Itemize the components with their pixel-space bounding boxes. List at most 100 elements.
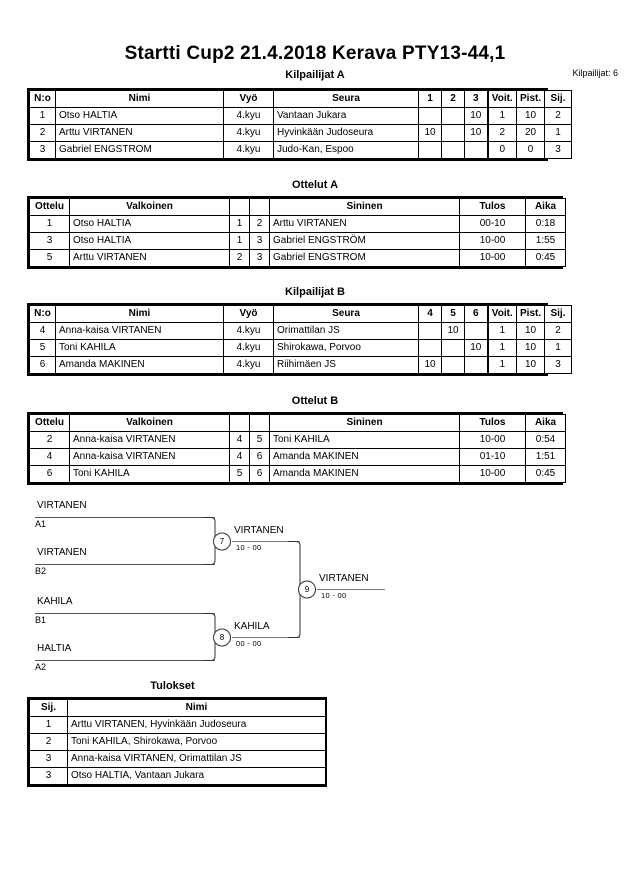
cell-result: 10-00 — [459, 465, 526, 483]
cell-blue: Toni KAHILA — [269, 431, 460, 449]
cell-n2: 3 — [249, 249, 270, 267]
table-row: 2 Toni KAHILA, Shirokawa, Porvoo — [29, 733, 326, 751]
cell-wins: 0 — [486, 141, 517, 159]
cell-score-5 — [441, 339, 465, 357]
table-header-row: Ottelu Valkoinen Sininen Tulos Aika — [29, 198, 566, 216]
cell-name: Anna-kaisa VIRTANEN, Orimattilan JS — [67, 750, 326, 768]
cell-score-4 — [418, 339, 442, 357]
bracket-node-number: 9 — [304, 585, 310, 594]
table-header-row: Sij. Nimi — [29, 699, 326, 717]
table-row: 3 Anna-kaisa VIRTANEN, Orimattilan JS — [29, 750, 326, 768]
bracket-entry-seed: A2 — [35, 662, 47, 672]
col-header-score-4: 4 — [418, 305, 442, 323]
cell-points: 10 — [516, 356, 545, 374]
cell-points: 0 — [516, 141, 545, 159]
bracket-node-circle-7 — [213, 532, 231, 551]
cell-belt: 4.kyu — [223, 322, 274, 340]
cell-score-4: 10 — [418, 356, 442, 374]
bracket-entry-name: KAHILA — [37, 596, 73, 607]
col-header-points: Pist. — [516, 305, 545, 323]
bracket-entry-name: VIRTANEN — [37, 547, 87, 558]
cell-time: 0:45 — [525, 249, 566, 267]
cell-rank: 3 — [29, 767, 68, 785]
cell-club: Shirokawa, Porvoo — [273, 339, 419, 357]
col-header-n1 — [229, 198, 250, 216]
cell-result: 00-10 — [459, 215, 526, 233]
table-row: 4 Anna-kaisa VIRTANEN 4 6 Amanda MAKINEN… — [29, 448, 566, 466]
cell-name: Gabriel ENGSTROM — [55, 141, 224, 159]
cell-no: 1 — [29, 107, 56, 125]
matches-a-table: Ottelu Valkoinen Sininen Tulos Aika 1 Ot… — [27, 196, 566, 269]
cell-match: 3 — [29, 232, 70, 250]
cell-wins: 1 — [486, 107, 517, 125]
cell-n1: 1 — [229, 215, 250, 233]
cell-rank: 1 — [544, 339, 572, 357]
cell-n2: 3 — [249, 232, 270, 250]
table-row: 3 Otso HALTIA 1 3 Gabriel ENGSTRÖM 10-00… — [29, 232, 566, 250]
cell-time: 0:45 — [525, 465, 566, 483]
cell-rank: 2 — [544, 107, 572, 125]
table-row: 2 Arttu VIRTANEN 4.kyu Hyvinkään Judoseu… — [29, 124, 572, 142]
col-header-score-2: 2 — [441, 90, 465, 108]
col-header-match: Ottelu — [29, 198, 70, 216]
col-header-name: Nimi — [55, 90, 224, 108]
pool-a-table: N:o Nimi Vyö Seura 1 2 3 Voit. Pist. Sij… — [27, 88, 572, 161]
cell-name: Toni KAHILA — [55, 339, 224, 357]
cell-score-1 — [418, 107, 442, 125]
table-row: 5 Arttu VIRTANEN 2 3 Gabriel ENGSTROM 10… — [29, 249, 566, 267]
table-header-row: N:o Nimi Vyö Seura 4 5 6 Voit. Pist. Sij… — [29, 305, 572, 323]
table-row: 1 Otso HALTIA 4.kyu Vantaan Jukara 10 1 … — [29, 107, 572, 125]
cell-name: Anna-kaisa VIRTANEN — [55, 322, 224, 340]
col-header-club: Seura — [273, 90, 419, 108]
cell-match: 5 — [29, 249, 70, 267]
cell-belt: 4.kyu — [223, 339, 274, 357]
cell-score-1: 10 — [418, 124, 442, 142]
col-header-belt: Vyö — [223, 305, 274, 323]
cell-rank: 2 — [544, 322, 572, 340]
cell-points: 20 — [516, 124, 545, 142]
table-row: 1 Otso HALTIA 1 2 Arttu VIRTANEN 00-10 0… — [29, 215, 566, 233]
cell-n1: 4 — [229, 448, 250, 466]
col-header-blue: Sininen — [269, 198, 460, 216]
cell-score-3: 10 — [464, 107, 488, 125]
cell-points: 10 — [516, 322, 545, 340]
bracket-entry-seed: A1 — [35, 519, 47, 529]
cell-white: Otso HALTIA — [69, 232, 230, 250]
cell-time: 1:55 — [525, 232, 566, 250]
cell-score-2 — [441, 141, 465, 159]
bracket-entry-seed: B1 — [35, 615, 47, 625]
cell-n2: 6 — [249, 465, 270, 483]
bracket-node-score: 10 - 00 — [321, 591, 347, 600]
cell-time: 0:54 — [525, 431, 566, 449]
table-header-row: N:o Nimi Vyö Seura 1 2 3 Voit. Pist. Sij… — [29, 90, 572, 108]
cell-name: Amanda MAKINEN — [55, 356, 224, 374]
col-header-wins: Voit. — [486, 90, 517, 108]
matches-b-heading: Ottelut B — [291, 395, 339, 407]
matches-a-heading: Ottelut A — [291, 179, 339, 191]
cell-no: 5 — [29, 339, 56, 357]
cell-result: 01-10 — [459, 448, 526, 466]
results-table: Sij. Nimi 1 Arttu VIRTANEN, Hyvinkään Ju… — [27, 697, 327, 787]
elimination-bracket: VIRTANEN A1 VIRTANEN B2 KAHILA B1 HALTIA… — [0, 492, 630, 677]
cell-score-2 — [441, 124, 465, 142]
col-header-time: Aika — [525, 198, 566, 216]
bracket-entry-name: VIRTANEN — [37, 500, 87, 511]
cell-blue: Amanda MAKINEN — [269, 465, 460, 483]
cell-score-6 — [464, 356, 488, 374]
cell-club: Hyvinkään Judoseura — [273, 124, 419, 142]
cell-club: Vantaan Jukara — [273, 107, 419, 125]
col-header-blue: Sininen — [269, 414, 460, 432]
cell-no: 2 — [29, 124, 56, 142]
pool-a-heading: Kilpailijat A — [285, 69, 345, 81]
cell-n1: 5 — [229, 465, 250, 483]
cell-match: 2 — [29, 431, 70, 449]
col-header-rank: Sij. — [544, 305, 572, 323]
col-header-time: Aika — [525, 414, 566, 432]
table-row: 6 Amanda MAKINEN 4.kyu Riihimäen JS 10 1… — [29, 356, 572, 374]
cell-name: Arttu VIRTANEN, Hyvinkään Judoseura — [67, 716, 326, 734]
cell-name: Otso HALTIA — [55, 107, 224, 125]
col-header-rank: Sij. — [29, 699, 68, 717]
bracket-node-winner: VIRTANEN — [234, 525, 284, 536]
cell-white: Toni KAHILA — [69, 465, 230, 483]
